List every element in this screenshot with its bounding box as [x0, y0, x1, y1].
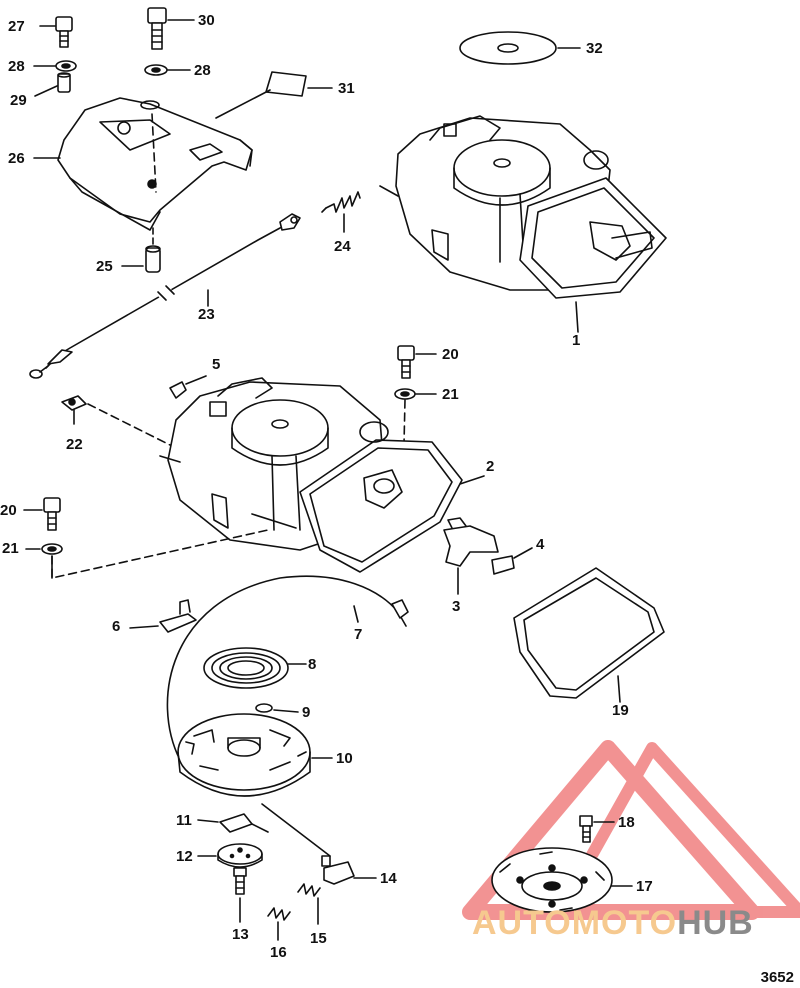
part-29-bushing — [57, 72, 71, 93]
part-9-clip — [255, 703, 273, 713]
callout-6: 6 — [112, 618, 121, 635]
callout-19: 19 — [612, 702, 629, 719]
callout-7: 7 — [354, 626, 363, 643]
part-27-bolt — [55, 16, 73, 48]
part-6-pawl — [159, 599, 197, 633]
part-13-screw — [233, 867, 247, 895]
callout-14: 14 — [380, 870, 397, 887]
watermark-logo — [462, 740, 800, 920]
callout-25: 25 — [96, 258, 113, 275]
part-20-bolt — [397, 345, 415, 379]
part-30-bolt — [147, 7, 167, 50]
part-19-gasket — [513, 567, 665, 699]
part-21-washer-2 — [41, 543, 63, 555]
callout-17: 17 — [636, 878, 653, 895]
part-7-rope — [166, 575, 409, 761]
watermark-text-part1: AUTOMOTO — [472, 904, 678, 942]
callout-27: 27 — [8, 18, 25, 35]
part-25-pin — [145, 245, 161, 273]
callout-20: 20 — [442, 346, 459, 363]
part-4-handle-insert — [491, 555, 515, 575]
watermark-text-part2: HUB — [677, 904, 754, 942]
part-3-handle — [443, 517, 499, 567]
part-23-cable — [29, 213, 301, 379]
callout-11: 11 — [176, 812, 192, 829]
part-15-spring — [297, 883, 321, 897]
callout-1: 1 — [572, 332, 581, 349]
part-11-plate — [219, 813, 253, 833]
part-24-spring — [321, 191, 361, 213]
part-21-washer — [394, 388, 416, 400]
part-1-starter-housing — [379, 115, 667, 299]
part-31-label — [265, 71, 307, 97]
part-18-bolt — [579, 815, 593, 843]
callout-10: 10 — [336, 750, 353, 767]
callout-16: 16 — [270, 944, 287, 961]
callout-32: 32 — [586, 40, 603, 57]
callout-18: 18 — [618, 814, 635, 831]
part-14-pawl — [321, 855, 355, 885]
part-22-bracket — [61, 395, 87, 411]
part-28-washer — [55, 60, 77, 72]
watermark-text: AUTOMOTOHUB — [472, 904, 754, 943]
part-32-gasket — [459, 31, 557, 65]
callout-28: 28 — [8, 58, 25, 75]
callout-26: 26 — [8, 150, 25, 167]
part-8-spring — [203, 647, 289, 689]
callout-28-b: 28 — [194, 62, 211, 79]
part-12-retainer — [217, 843, 263, 868]
callout-13: 13 — [232, 926, 249, 943]
callout-5: 5 — [212, 356, 221, 373]
callout-24: 24 — [334, 238, 351, 255]
callout-21: 21 — [442, 386, 459, 403]
callout-23: 23 — [198, 306, 215, 323]
callout-21-b: 21 — [2, 540, 19, 557]
callout-4: 4 — [536, 536, 545, 553]
part-2-starter-housing — [159, 377, 463, 573]
callout-9: 9 — [302, 704, 311, 721]
part-5-clip — [169, 381, 187, 399]
part-16-spring — [267, 907, 291, 921]
callout-29: 29 — [10, 92, 27, 109]
callout-31: 31 — [338, 80, 355, 97]
callout-30: 30 — [198, 12, 215, 29]
part-28-washer-2 — [144, 64, 168, 76]
part-20-bolt-2 — [43, 497, 61, 531]
figure-number: 3652 — [760, 969, 794, 986]
callout-2: 2 — [486, 458, 495, 475]
part-17-drive-plate — [491, 847, 613, 913]
callout-8: 8 — [308, 656, 317, 673]
callout-12: 12 — [176, 848, 193, 865]
callout-20-b: 20 — [0, 502, 17, 519]
part-26-cover-plate — [57, 97, 253, 231]
callout-15: 15 — [310, 930, 327, 947]
callout-22: 22 — [66, 436, 83, 453]
callout-3: 3 — [452, 598, 461, 615]
part-10-pulley — [177, 713, 311, 797]
